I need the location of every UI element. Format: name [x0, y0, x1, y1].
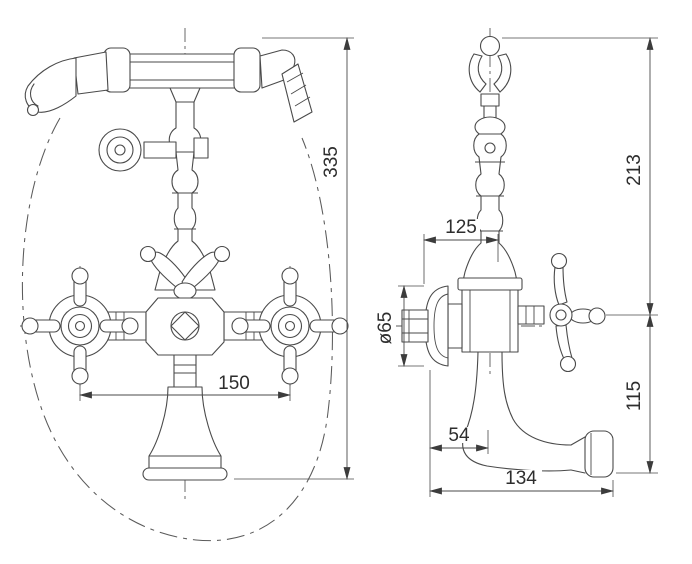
shower-holder-fork	[468, 53, 512, 107]
hub-nut	[170, 311, 200, 341]
spout-base	[142, 467, 228, 481]
dimension-134: 134	[428, 468, 615, 497]
spout-neck	[173, 354, 197, 388]
shower-nozzle	[26, 103, 40, 117]
dim-label-upper-height: 213	[624, 154, 645, 186]
dimension-flange-diameter: ø65	[375, 284, 424, 368]
flange-neck	[447, 303, 463, 349]
hose-clip	[193, 137, 209, 159]
dim-label-spout-reach: 134	[505, 468, 537, 489]
body-collar	[457, 277, 523, 291]
holder-ball	[479, 35, 501, 57]
dimension-115: 115	[616, 313, 658, 475]
dimension-213: 213	[502, 36, 658, 317]
shower-hose-loop	[21, 117, 333, 542]
dim-label-flange-diameter: ø65	[375, 312, 396, 345]
tub-spout	[462, 351, 614, 478]
cradle-right-cup	[233, 47, 261, 93]
dimension-54: 54	[428, 370, 490, 497]
riser-column	[154, 101, 216, 291]
dim-label-depth-to-axis: 125	[445, 217, 477, 238]
hose-connector	[259, 49, 313, 123]
column-hole	[484, 142, 496, 154]
side-valve-handle	[517, 252, 606, 373]
diverter-bracket	[143, 141, 177, 159]
cradle-support	[169, 87, 201, 103]
shower-cradle-bar	[125, 53, 239, 89]
riser-column-side	[460, 133, 520, 291]
dimension-125: 125	[422, 217, 500, 284]
holder-stem	[483, 105, 497, 119]
spout-outlet	[584, 430, 614, 478]
dim-label-handle-spacing: 150	[218, 373, 250, 394]
right-valve-handle	[231, 267, 349, 385]
side-view	[401, 35, 614, 478]
left-valve-handle	[21, 267, 139, 385]
dim-label-lower-height: 115	[624, 381, 645, 411]
dim-label-wall-offset: 54	[448, 425, 470, 446]
dimension-150: 150	[78, 373, 292, 401]
wall-nipple	[401, 309, 429, 343]
hand-shower	[24, 51, 109, 117]
diverter-lever	[139, 245, 231, 300]
dim-label-overall-height: 335	[321, 146, 342, 178]
dimension-335: 335	[234, 36, 354, 481]
front-view	[21, 47, 349, 481]
